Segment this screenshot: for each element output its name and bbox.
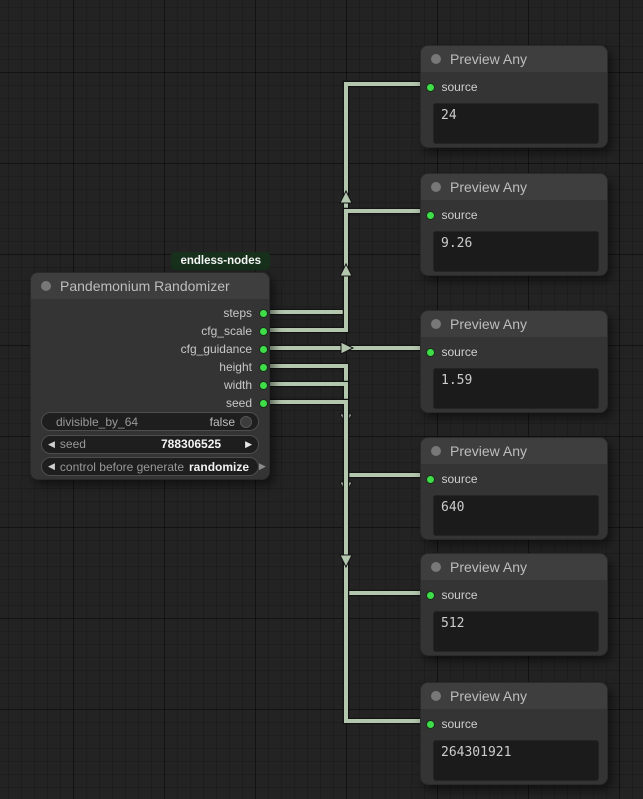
output-slot-cfg-scale[interactable] — [259, 326, 268, 336]
node-title: Preview Any — [450, 51, 528, 67]
widget-label: divisible_by_64 — [56, 414, 139, 429]
preview-text-widget[interactable]: 24 — [433, 103, 599, 144]
widget-label: control before generate — [59, 459, 185, 474]
input-slot-source[interactable] — [425, 590, 435, 600]
output-slot-width[interactable] — [259, 380, 268, 390]
node-titlebar[interactable]: Preview Any — [421, 683, 607, 709]
output-slot-cfg-guidance[interactable] — [259, 344, 268, 354]
node-title: Pandemonium Randomizer — [60, 278, 230, 294]
output-row-height: height — [31, 358, 269, 376]
output-row-width: width — [31, 376, 269, 394]
preview-text-widget[interactable]: 264301921 — [433, 740, 599, 781]
node-pandemonium-randomizer[interactable]: Pandemonium Randomizer steps cfg_scale c… — [30, 272, 270, 480]
input-slot-source[interactable] — [425, 719, 435, 729]
output-label: cfg_scale — [201, 324, 252, 338]
node-titlebar[interactable]: Preview Any — [421, 311, 607, 337]
preview-text-widget[interactable]: 512 — [433, 611, 599, 652]
combo-widget-control-before-generate[interactable]: ◀ control before generate randomize ▶ — [41, 457, 266, 476]
widget-value[interactable]: 788306525 — [161, 437, 222, 451]
preview-text-widget[interactable]: 1.59 — [433, 368, 599, 409]
output-slot-steps[interactable] — [259, 308, 268, 318]
input-label: source — [441, 80, 478, 94]
node-preview-any-4[interactable]: Preview Any source 640 — [420, 437, 608, 540]
wire-direction-arrow-right — [340, 341, 355, 355]
wire-steps-to-preview-1[interactable] — [265, 80, 429, 316]
collapse-dot-icon[interactable] — [431, 182, 441, 192]
node-title: Preview Any — [450, 179, 528, 195]
preview-value: 640 — [441, 500, 465, 515]
output-label: width — [223, 378, 252, 392]
node-preview-any-1[interactable]: Preview Any source 24 — [420, 45, 608, 148]
input-slot-source[interactable] — [425, 82, 435, 92]
preview-value: 264301921 — [441, 745, 512, 760]
node-tag-badge: endless-nodes — [171, 252, 270, 270]
input-label: source — [441, 717, 478, 731]
node-preview-any-3[interactable]: Preview Any source 1.59 — [420, 310, 608, 413]
output-row-steps: steps — [31, 304, 269, 322]
output-slot-height[interactable] — [259, 362, 268, 372]
collapse-dot-icon[interactable] — [431, 54, 441, 64]
input-label: source — [441, 208, 478, 222]
node-preview-any-5[interactable]: Preview Any source 512 — [420, 553, 608, 656]
wire-direction-arrow-up — [339, 262, 353, 277]
node-title: Preview Any — [450, 559, 528, 575]
input-slot-source[interactable] — [425, 210, 435, 220]
output-slot-list: steps cfg_scale cfg_guidance height widt… — [31, 304, 269, 412]
preview-value: 9.26 — [441, 236, 473, 251]
collapse-dot-icon[interactable] — [41, 281, 51, 291]
input-slot-source[interactable] — [425, 347, 435, 357]
output-label: height — [219, 360, 252, 374]
output-row-cfg-scale: cfg_scale — [31, 322, 269, 340]
wire-direction-arrow-down — [339, 554, 353, 569]
collapse-dot-icon[interactable] — [431, 446, 441, 456]
wire-cfg-scale-to-preview-2[interactable] — [265, 207, 429, 334]
node-titlebar[interactable]: Preview Any — [421, 174, 607, 200]
preview-value: 512 — [441, 616, 465, 631]
increment-arrow-icon[interactable]: ▶ — [245, 438, 252, 449]
output-row-seed: seed — [31, 394, 269, 412]
previous-option-arrow-icon[interactable]: ◀ — [48, 461, 55, 471]
wire-direction-arrow-up — [339, 189, 353, 204]
decrement-arrow-icon[interactable]: ◀ — [48, 438, 55, 449]
output-label: seed — [225, 396, 252, 410]
widget-value: false — [209, 414, 235, 429]
preview-value: 24 — [441, 108, 457, 123]
node-preview-any-6[interactable]: Preview Any source 264301921 — [420, 682, 608, 785]
input-label: source — [441, 588, 478, 602]
node-preview-any-2[interactable]: Preview Any source 9.26 — [420, 173, 608, 276]
output-label: steps — [223, 306, 252, 320]
input-slot-source[interactable] — [425, 474, 435, 484]
next-option-arrow-icon[interactable]: ▶ — [259, 461, 266, 471]
output-slot-seed[interactable] — [259, 398, 268, 408]
input-label: source — [441, 345, 478, 359]
widget-value[interactable]: randomize — [189, 459, 250, 474]
node-title: Preview Any — [450, 688, 528, 704]
widget-label: seed — [59, 437, 86, 451]
node-titlebar[interactable]: Preview Any — [421, 46, 607, 72]
node-titlebar[interactable]: Preview Any — [421, 554, 607, 580]
input-label: source — [441, 472, 478, 486]
output-row-cfg-guidance: cfg_guidance — [31, 340, 269, 358]
wire-cfg-guidance-to-preview-3[interactable] — [265, 341, 429, 355]
output-label: cfg_guidance — [180, 342, 252, 356]
wire-seed-to-preview-6[interactable] — [265, 398, 429, 725]
collapse-dot-icon[interactable] — [431, 562, 441, 572]
collapse-dot-icon[interactable] — [431, 319, 441, 329]
toggle-knob-icon[interactable] — [240, 415, 252, 428]
collapse-dot-icon[interactable] — [431, 691, 441, 701]
preview-text-widget[interactable]: 9.26 — [433, 231, 599, 272]
node-title: Preview Any — [450, 443, 528, 459]
node-titlebar[interactable]: Pandemonium Randomizer — [31, 273, 269, 299]
number-widget-seed[interactable]: ◀ seed 788306525 ▶ — [41, 434, 259, 454]
node-titlebar[interactable]: Preview Any — [421, 438, 607, 464]
toggle-widget-divisible-by-64[interactable]: divisible_by_64 false — [41, 412, 259, 431]
node-title: Preview Any — [450, 316, 528, 332]
preview-text-widget[interactable]: 640 — [433, 495, 599, 536]
preview-value: 1.59 — [441, 373, 473, 388]
